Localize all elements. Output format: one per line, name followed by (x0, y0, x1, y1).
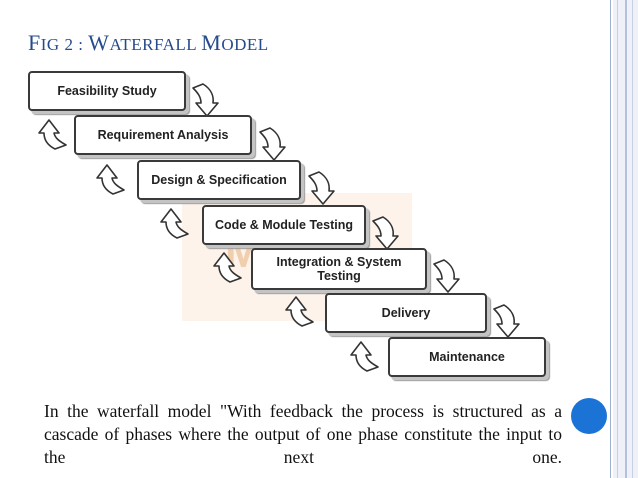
feedback-arrow-icon (160, 208, 189, 239)
phase-code-module-testing: Code & Module Testing (202, 205, 366, 245)
phase-delivery: Delivery (325, 293, 487, 333)
forward-arrow-icon (372, 216, 399, 250)
border-line (625, 0, 627, 478)
forward-arrow-icon (433, 259, 460, 293)
title-initial: W (88, 30, 110, 55)
forward-arrow-icon (259, 127, 286, 161)
forward-arrow-icon (192, 83, 219, 117)
feedback-arrow-icon (96, 164, 125, 195)
forward-arrow-icon (308, 171, 335, 205)
border-line (610, 0, 611, 478)
feedback-arrow-icon (285, 296, 314, 327)
accent-circle (571, 398, 607, 434)
phase-integration-system-testing: Integration & System Testing (251, 248, 427, 290)
title-text: ODEL (221, 35, 269, 54)
feedback-arrow-icon (213, 252, 242, 283)
phase-requirement-analysis: Requirement Analysis (74, 115, 252, 155)
title-initial: F (28, 30, 41, 55)
caption-text: In the waterfall model "With feedback th… (44, 401, 562, 467)
border-line (617, 0, 618, 478)
feedback-arrow-icon (38, 119, 67, 150)
forward-arrow-icon (493, 304, 520, 338)
slide-title: FIG 2 : WATERFALL MODEL (28, 30, 269, 56)
border-line (632, 0, 633, 478)
title-initial: M (201, 30, 222, 55)
feedback-arrow-icon (350, 341, 379, 372)
title-text: IG 2 : (40, 35, 89, 54)
phase-maintenance: Maintenance (388, 337, 546, 377)
phase-design-specification: Design & Specification (137, 160, 301, 200)
title-text: ATERFALL (109, 35, 202, 54)
phase-feasibility-study: Feasibility Study (28, 71, 186, 111)
